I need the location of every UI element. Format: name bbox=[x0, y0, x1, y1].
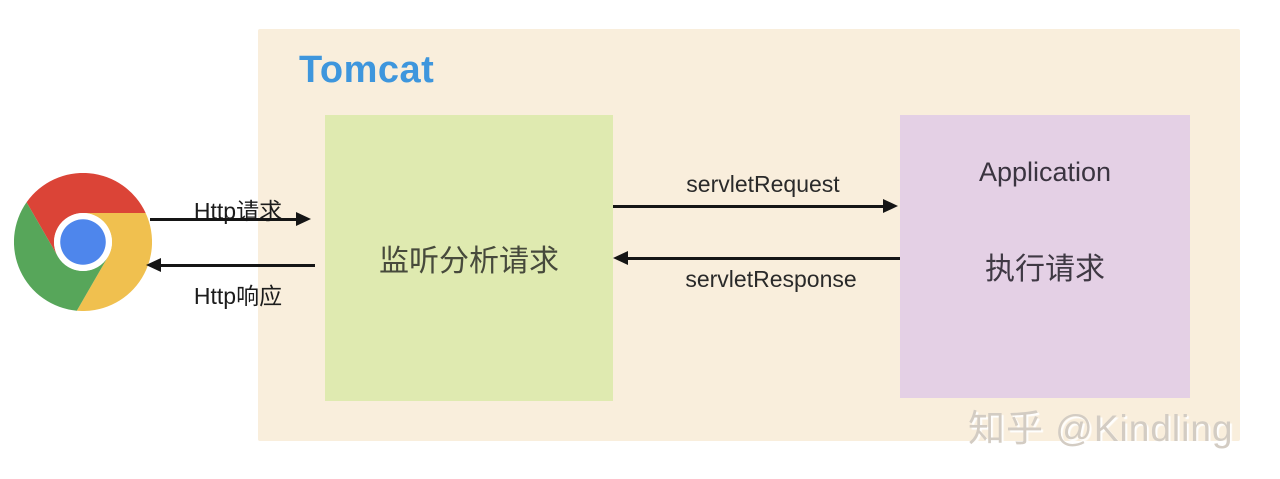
http-response-label: Http响应 bbox=[193, 283, 283, 309]
servlet-request-arrow-line bbox=[613, 205, 884, 208]
servlet-request-arrowhead-icon bbox=[883, 199, 898, 213]
chrome-browser-icon bbox=[13, 172, 153, 312]
application-box-label: 执行请求 bbox=[985, 253, 1105, 286]
servlet-response-arrow-line bbox=[627, 257, 900, 260]
servlet-response-label: servletResponse bbox=[685, 266, 857, 292]
http-request-arrow-line bbox=[150, 218, 297, 221]
http-request-arrowhead-icon bbox=[296, 212, 311, 226]
application-box-title: Application bbox=[978, 157, 1112, 187]
watermark: 知乎 @Kindling bbox=[968, 408, 1234, 449]
servlet-request-label: servletRequest bbox=[686, 171, 840, 197]
http-response-arrowhead-icon bbox=[146, 258, 161, 272]
listener-box-label: 监听分析请求 bbox=[379, 245, 559, 278]
application-box: Application 执行请求 bbox=[900, 115, 1190, 398]
servlet-response-arrowhead-icon bbox=[613, 251, 628, 265]
http-response-arrow-line bbox=[160, 264, 315, 267]
tomcat-title: Tomcat bbox=[299, 49, 435, 91]
listener-box: 监听分析请求 bbox=[325, 115, 613, 401]
